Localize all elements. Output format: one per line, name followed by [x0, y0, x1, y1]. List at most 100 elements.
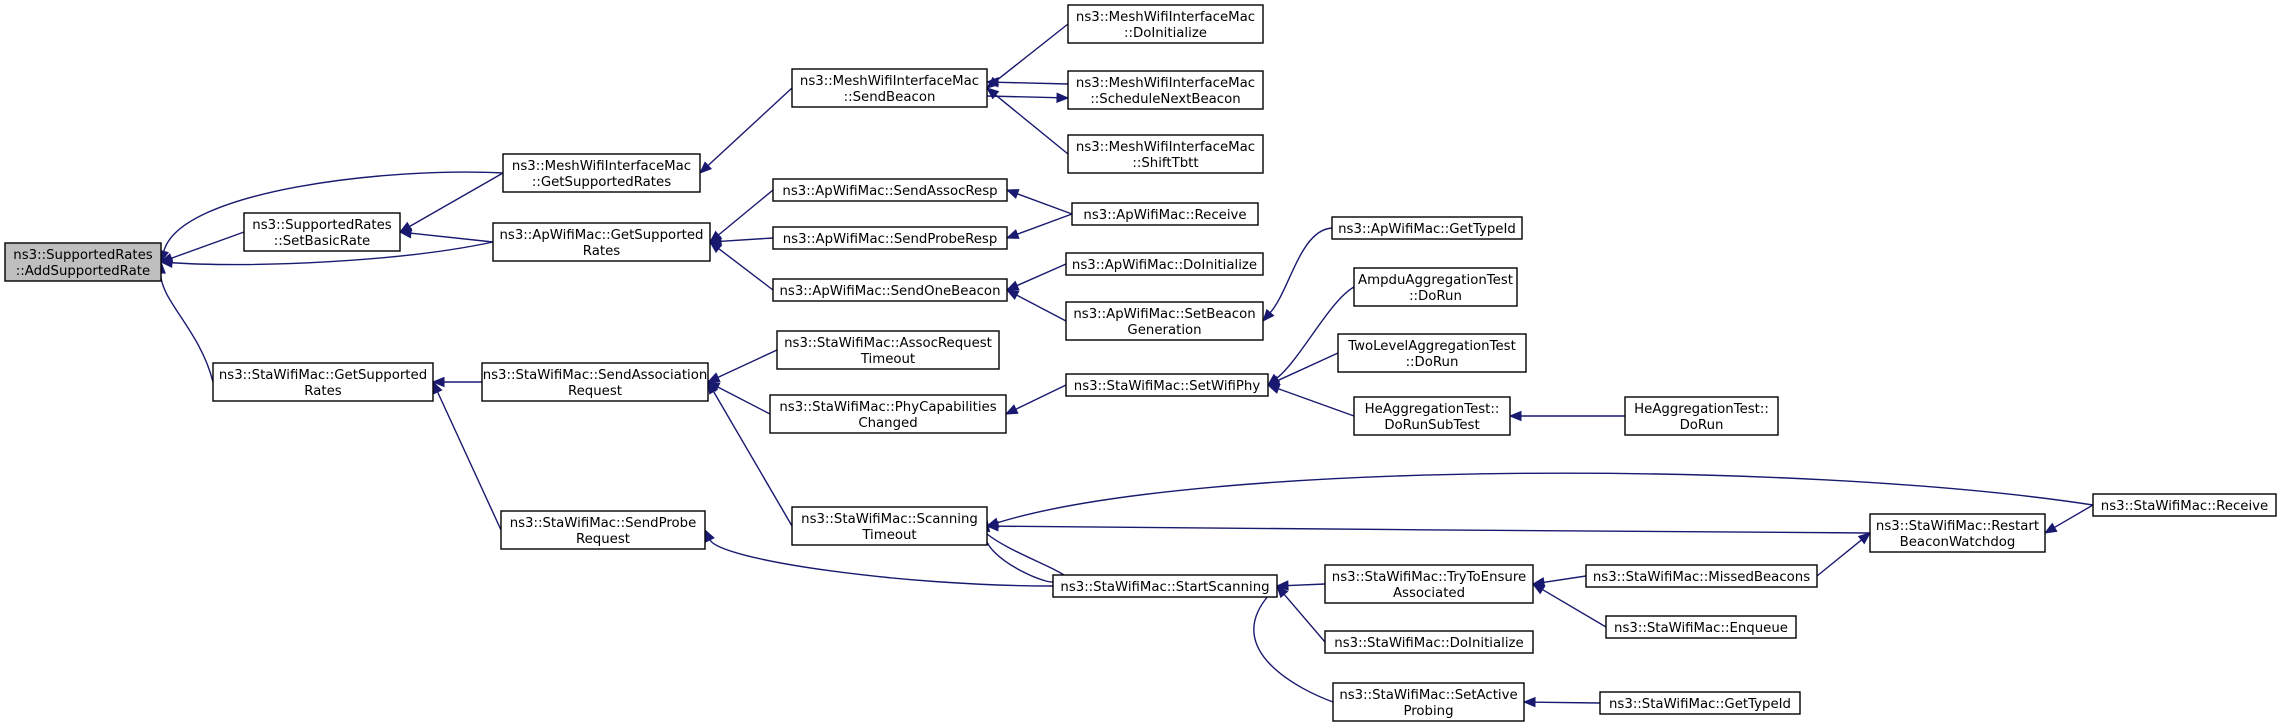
- edge-mesh-doinit-to-mesh-sendbeacon: [995, 23, 1069, 82]
- node-box: [500, 510, 706, 550]
- node-label-line: ::GetSupportedRates: [532, 175, 671, 190]
- node-label-line: ns3::StaWifiMac::Enqueue: [1614, 621, 1788, 636]
- node-box: [1324, 564, 1534, 604]
- node-label-line: ns3::StaWifiMac::SetActive: [1339, 688, 1517, 703]
- edge-sta-tryensure-to-sta-startscan: [1287, 583, 1326, 587]
- arrowhead-sta-restart: [2043, 522, 2058, 534]
- node-sta-missed[interactable]: ns3::StaWifiMac::MissedBeacons: [1585, 564, 1818, 588]
- node-ap-receive[interactable]: ns3::ApWifiMac::Receive: [1071, 202, 1259, 226]
- arrowhead-setbasic: [398, 228, 412, 239]
- node-box: [1624, 396, 1779, 436]
- node-box: [1065, 252, 1264, 276]
- node-box: [769, 394, 1007, 434]
- edge-sta-setwifiphy-to-sta-phycap: [1015, 384, 1067, 410]
- node-label-line: Rates: [583, 244, 620, 259]
- node-mesh-doinit[interactable]: ns3::MeshWifiInterfaceMac::DoInitialize: [1067, 4, 1264, 44]
- arrowhead-ap-sendassoc: [1005, 189, 1020, 199]
- arrowhead-root: [159, 257, 173, 269]
- node-ampdu[interactable]: AmpduAggregationTest::DoRun: [1353, 267, 1518, 307]
- node-sta-enqueue[interactable]: ns3::StaWifiMac::Enqueue: [1605, 615, 1797, 639]
- node-box: [502, 153, 701, 193]
- arrowhead-ap-getsup: [708, 241, 723, 254]
- node-label-line: ns3::StaWifiMac::PhyCapabilities: [779, 400, 996, 415]
- node-box: [1353, 396, 1511, 436]
- edge-ap-sendone-to-ap-getsup: [718, 248, 774, 291]
- arrowhead-sta-sendassocreq: [707, 380, 719, 395]
- node-label-line: ns3::StaWifiMac::Receive: [2101, 499, 2268, 514]
- edge-sta-missed-to-sta-tryensure: [1543, 575, 1587, 584]
- arrowhead-mesh-schedule: [1056, 92, 1070, 103]
- node-setbasic[interactable]: ns3::SupportedRates::SetBasicRate: [243, 212, 401, 252]
- node-box: [772, 278, 1008, 302]
- node-ap-doinit[interactable]: ns3::ApWifiMac::DoInitialize: [1065, 252, 1264, 276]
- node-sta-setwifiphy[interactable]: ns3::StaWifiMac::SetWifiPhy: [1065, 373, 1269, 397]
- edge-sta-restart-to-sta-scantimeout: [997, 525, 1871, 534]
- edge-ap-sendprobe-to-ap-getsup: [720, 237, 774, 243]
- edge-sta-phycap-to-sta-sendassocreq: [717, 386, 771, 415]
- node-mesh-schedule[interactable]: ns3::MeshWifiInterfaceMac::ScheduleNextB…: [1067, 70, 1264, 110]
- node-label-line: ns3::MeshWifiInterfaceMac: [1076, 10, 1255, 25]
- node-ap-getsup[interactable]: ns3::ApWifiMac::GetSupportedRates: [492, 222, 711, 262]
- node-mesh-getsup[interactable]: ns3::MeshWifiInterfaceMac::GetSupportedR…: [502, 153, 701, 193]
- node-he-dorun[interactable]: HeAggregationTest::DoRun: [1624, 396, 1779, 436]
- node-box: [1337, 333, 1527, 373]
- edge-sta-receive-to-sta-restart: [2054, 504, 2094, 529]
- node-mesh-shift[interactable]: ns3::MeshWifiInterfaceMac::ShiftTbtt: [1067, 134, 1264, 174]
- node-sta-doinit[interactable]: ns3::StaWifiMac::DoInitialize: [1324, 630, 1534, 654]
- node-label-line: ns3::StaWifiMac::SetWifiPhy: [1074, 379, 1261, 394]
- node-sta-startscan[interactable]: ns3::StaWifiMac::StartScanning: [1052, 574, 1278, 598]
- node-ap-gettypeid[interactable]: ns3::ApWifiMac::GetTypeId: [1331, 216, 1523, 240]
- node-box: [243, 212, 401, 252]
- edges-layer: [155, 23, 2094, 708]
- edge-he-subtest-to-sta-setwifiphy: [1278, 388, 1355, 417]
- edge-ap-doinit-to-ap-sendone: [1016, 263, 1067, 287]
- node-label-line: ::DoRun: [1409, 289, 1462, 304]
- node-sta-gettypeid[interactable]: ns3::StaWifiMac::GetTypeId: [1599, 691, 1801, 715]
- node-label-line: ns3::StaWifiMac::StartScanning: [1060, 580, 1269, 595]
- node-box: [1605, 615, 1797, 639]
- node-root[interactable]: ns3::SupportedRates::AddSupportedRate: [4, 242, 162, 282]
- node-label-line: ns3::StaWifiMac::TryToEnsure: [1332, 570, 1526, 585]
- node-label-line: ns3::ApWifiMac::GetTypeId: [1338, 222, 1516, 237]
- node-label-line: ns3::MeshWifiInterfaceMac: [1076, 140, 1255, 155]
- node-ap-sendprobe[interactable]: ns3::ApWifiMac::SendProbeResp: [772, 226, 1008, 250]
- node-label-line: HeAggregationTest::: [1634, 402, 1769, 417]
- node-label-line: ns3::MeshWifiInterfaceMac: [512, 159, 691, 174]
- node-label-line: ::DoInitialize: [1124, 26, 1207, 41]
- node-box: [1067, 134, 1264, 174]
- node-he-subtest[interactable]: HeAggregationTest::DoRunSubTest: [1353, 396, 1511, 436]
- node-mesh-sendbeacon[interactable]: ns3::MeshWifiInterfaceMac::SendBeacon: [791, 68, 988, 108]
- arrowhead-sta-tryensure: [1531, 583, 1546, 595]
- node-box: [1869, 513, 2046, 553]
- edge-setbasic-to-root: [171, 231, 245, 259]
- node-label-line: Timeout: [860, 352, 915, 367]
- node-ap-sendone[interactable]: ns3::ApWifiMac::SendOneBeacon: [772, 278, 1008, 302]
- arrowhead-mesh-sendbeacon: [985, 87, 1000, 100]
- edge-sta-setactive-to-sta-startscan: [1253, 593, 1334, 703]
- node-sta-receive[interactable]: ns3::StaWifiMac::Receive: [2092, 493, 2277, 517]
- node-twolevel[interactable]: TwoLevelAggregationTest::DoRun: [1337, 333, 1527, 373]
- arrowhead-ap-setbeacon: [1262, 308, 1275, 322]
- node-label-line: ns3::StaWifiMac::Scanning: [801, 512, 978, 527]
- node-label-line: ns3::StaWifiMac::MissedBeacons: [1593, 570, 1810, 585]
- arrowhead-sta-getsup: [431, 376, 445, 388]
- arrowhead-mesh-sendbeacon: [985, 77, 999, 88]
- arrowhead-ap-sendone: [1005, 289, 1020, 300]
- edge-sta-doinit-to-sta-startscan: [1283, 593, 1326, 643]
- node-label-line: ns3::StaWifiMac::GetTypeId: [1609, 697, 1791, 712]
- arrowhead-sta-startscan: [1276, 584, 1289, 599]
- arrowhead-sta-scantimeout: [985, 520, 999, 532]
- node-sta-getsup[interactable]: ns3::StaWifiMac::GetSupportedRates: [212, 362, 434, 402]
- node-label-line: ns3::StaWifiMac::SendAssociation: [483, 368, 708, 383]
- node-ap-sendassoc[interactable]: ns3::ApWifiMac::SendAssocResp: [772, 178, 1008, 202]
- node-box: [1065, 301, 1264, 341]
